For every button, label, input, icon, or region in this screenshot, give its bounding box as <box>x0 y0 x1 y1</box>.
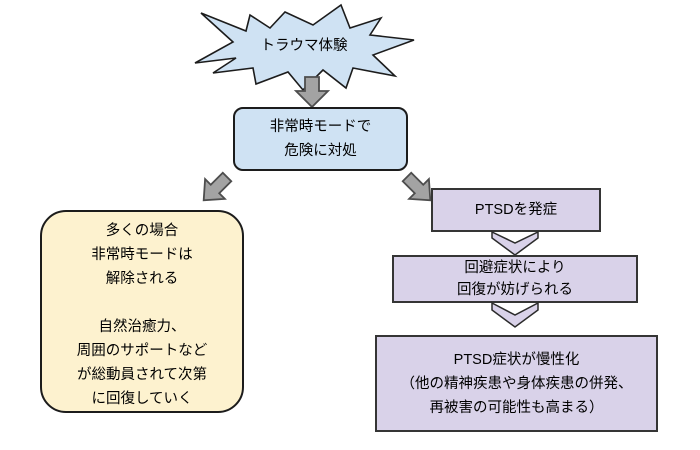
ptsd-onset-node: PTSDを発症 <box>431 188 601 232</box>
chevron-down-arrow-icon <box>491 301 539 328</box>
avoidance-text: 回避症状により回復が妨げられる <box>457 260 573 298</box>
down-arrow-icon <box>293 76 331 109</box>
chevron-down-arrow-icon <box>491 230 539 256</box>
down-left-arrow-icon <box>202 171 233 202</box>
emergency-mode-text: 非常時モードで危険に対処 <box>269 119 372 159</box>
avoidance-node: 回避症状により回復が妨げられる <box>392 255 638 303</box>
chronic-ptsd-text: PTSD症状が慢性化（他の精神疾患や身体疾患の併発、再被害の可能性も高まる） <box>400 351 633 416</box>
ptsd-onset-label: PTSDを発症 <box>474 202 558 218</box>
emergency-mode-node: 非常時モードで危険に対処 <box>233 107 408 171</box>
chronic-ptsd-node: PTSD症状が慢性化（他の精神疾患や身体疾患の併発、再被害の可能性も高まる） <box>375 335 658 432</box>
natural-recovery-text: 多くの場合非常時モードは解除される自然治癒力、周囲のサポートなどが総動員されて次… <box>76 223 208 407</box>
natural-recovery-node: 多くの場合非常時モードは解除される自然治癒力、周囲のサポートなどが総動員されて次… <box>40 210 244 413</box>
down-right-arrow-icon <box>401 171 432 202</box>
starburst-shape <box>194 3 415 92</box>
trauma-node-label: トラウマ体験 <box>260 38 348 54</box>
